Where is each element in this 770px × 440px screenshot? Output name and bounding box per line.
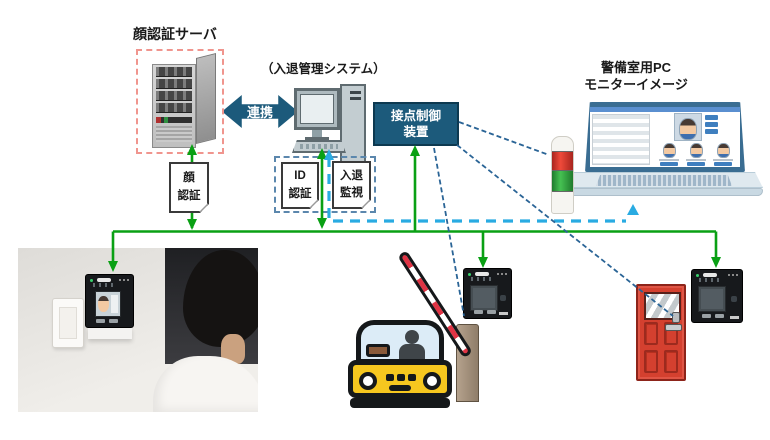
management-system-label: （入退管理システム） [261, 62, 386, 76]
signal-red-light [552, 151, 573, 171]
monitoring-app-log-list [592, 114, 650, 165]
monitoring-face-card [657, 143, 681, 166]
car-headlight [359, 372, 377, 390]
note-entry-exit-monitor: 入退 監視 [332, 161, 371, 209]
laptop-screen [585, 102, 745, 172]
security-laptop-icon [563, 100, 763, 204]
security-pc-title: 警備室用PC モニターイメージ [566, 60, 706, 94]
gate-access-terminal-icon [463, 268, 512, 319]
monitoring-face-card [684, 143, 708, 166]
car-headlight [423, 372, 441, 390]
contact-controller-line2: 装置 [403, 125, 429, 139]
laptop-base [563, 172, 763, 188]
server-front-panel [152, 64, 196, 148]
security-pc-title-line2: モニターイメージ [584, 76, 688, 92]
person-shirt [153, 356, 258, 412]
pc-monitor [294, 88, 340, 130]
link-double-arrow: 連携 [222, 95, 298, 128]
driver [405, 330, 419, 344]
signal-tower-icon [551, 136, 574, 214]
note-id-auth: ID 認証 [281, 162, 319, 209]
car-luggage [366, 344, 390, 357]
face-server-title: 顔認証サーバ [133, 26, 217, 42]
security-pc-title-line1: 警備室用PC [600, 60, 672, 75]
server-side-panel [196, 53, 216, 144]
monitoring-app [590, 107, 740, 167]
management-pc-icon [292, 82, 372, 166]
door-deadbolt [672, 312, 680, 323]
entrance-photo [18, 248, 258, 412]
car-icon [348, 320, 452, 410]
monitoring-app-titlebar [590, 107, 740, 112]
signal-green-light [552, 171, 573, 192]
contact-controller-line1: 接点制御 [390, 108, 441, 123]
server-dashed-zone [136, 49, 224, 154]
person-hair [183, 250, 258, 347]
monitoring-face-card-large [674, 113, 702, 141]
contact-controller-box: 接点制御 装置 [373, 102, 459, 146]
light-switch [52, 298, 84, 348]
monitoring-face-card [711, 143, 735, 166]
door-access-terminal-icon [691, 269, 743, 323]
note-face-auth: 顔 認証 [169, 162, 209, 213]
pc-tower [340, 84, 366, 166]
car-windshield [356, 320, 444, 364]
door-handle [665, 324, 682, 331]
entrance-face-terminal-icon [85, 274, 134, 328]
link-label: 連携 [246, 105, 273, 120]
pc-keyboard [292, 140, 346, 153]
red-door-icon [636, 284, 686, 381]
terminal-face-screen [95, 291, 121, 317]
server-tower-icon [152, 53, 218, 150]
